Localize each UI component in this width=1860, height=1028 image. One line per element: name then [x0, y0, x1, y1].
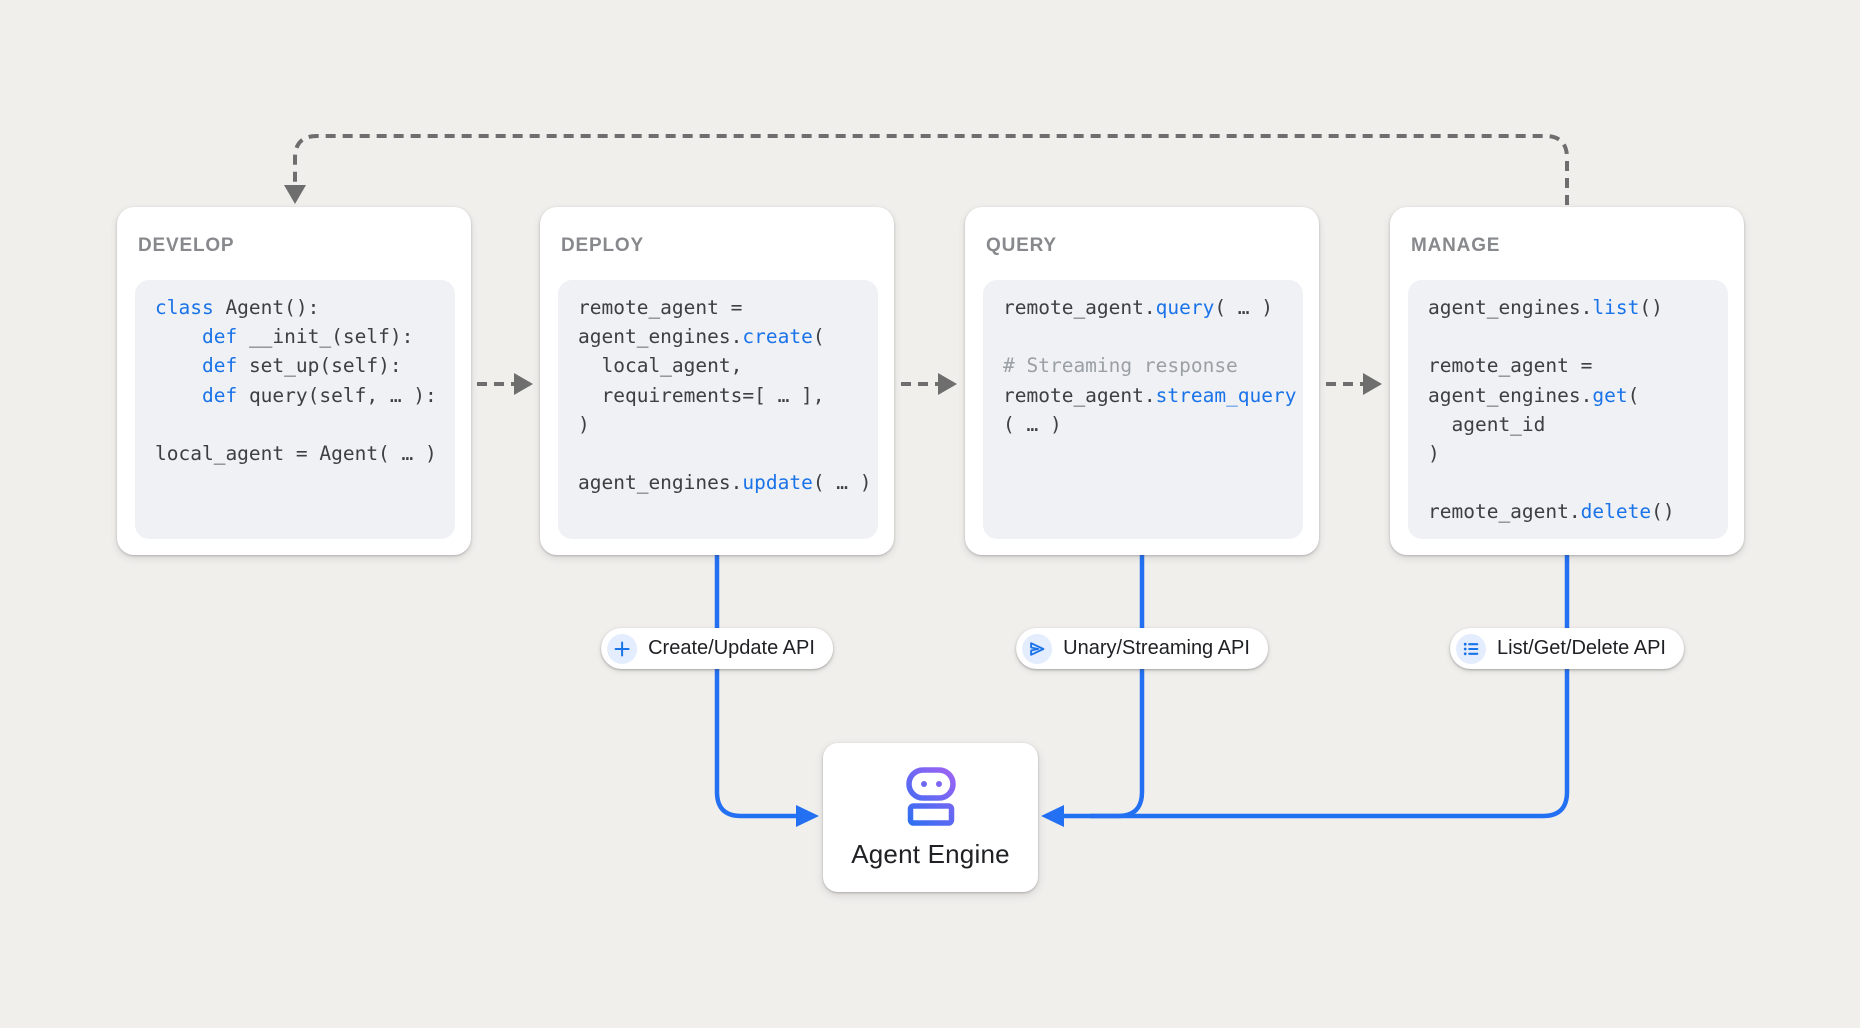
- code-line: agent_id: [1428, 412, 1546, 436]
- send-icon: [1022, 633, 1053, 664]
- stage-title: DEPLOY: [561, 235, 644, 256]
- code-line: remote_agent =: [1428, 354, 1593, 378]
- code-line: requirements=[ … ],: [578, 383, 825, 407]
- code-line: [155, 410, 437, 439]
- api-badge-label: Unary/Streaming API: [1063, 637, 1250, 659]
- agent-engine-node: Agent Engine: [823, 743, 1038, 892]
- stage-title: DEVELOP: [138, 235, 235, 256]
- code-line: agent_engines.list(): [1428, 296, 1663, 319]
- engine-in-arrowhead: [1041, 805, 1064, 827]
- code-line: remote_agent.query( … ): [1003, 296, 1274, 319]
- manage-api-line: [1063, 555, 1570, 819]
- code-line: ): [1428, 441, 1440, 465]
- stage-card-develop: DEVELOP class Agent(): def __init_(self):…: [117, 207, 471, 555]
- stage-card-deploy: DEPLOY remote_agent = agent_engines.create…: [540, 207, 894, 555]
- code-line: agent_engines.get(: [1428, 383, 1640, 407]
- code-line: remote_agent.delete(): [1428, 500, 1675, 524]
- code-line: remote_agent =: [578, 296, 743, 319]
- query-to-manage-arrowhead: [1363, 373, 1382, 395]
- code-line: remote_agent.stream_query: [1003, 383, 1297, 407]
- deploy-api-line: [714, 555, 797, 819]
- feedback-loop-dashed-line: [293, 134, 1569, 205]
- deploy-api-arrowhead: [796, 805, 819, 827]
- api-badge-label: Create/Update API: [648, 637, 815, 659]
- api-badge-create-update-api: Create/Update API: [601, 628, 833, 669]
- code-line: local_agent = Agent( … ): [155, 441, 437, 465]
- agent-robot-icon: [905, 767, 956, 826]
- develop-to-deploy-arrowhead: [514, 373, 533, 395]
- code-line: ( … ): [1003, 412, 1062, 436]
- feedback-loop-arrowhead: [284, 185, 306, 204]
- code-line: [1428, 468, 1710, 497]
- query-api-line: [1090, 555, 1145, 819]
- code-line: # Streaming response: [1003, 354, 1238, 378]
- api-badge-list-get-delete-api: List/Get/Delete API: [1450, 628, 1684, 669]
- code-line: class Agent():: [155, 296, 320, 319]
- api-badge-unary-streaming-api: Unary/Streaming API: [1016, 628, 1268, 669]
- code-snippet: remote_agent.query( … ) # Streaming resp…: [983, 280, 1303, 539]
- code-line: [578, 439, 860, 468]
- code-line: local_agent,: [578, 354, 743, 378]
- api-badge-label: List/Get/Delete API: [1497, 637, 1666, 659]
- stage-card-manage: MANAGE agent_engines.list() remote_agent …: [1390, 207, 1744, 555]
- code-line: def set_up(self):: [201, 354, 402, 378]
- deploy-to-query-arrowhead: [938, 373, 957, 395]
- code-line: agent_engines.create(: [578, 325, 825, 349]
- code-line: def query(self, … ):: [201, 383, 437, 407]
- stage-title: MANAGE: [1411, 235, 1501, 256]
- code-snippet: class Agent(): def __init_(self): def se…: [135, 280, 455, 539]
- code-line: [1003, 322, 1285, 351]
- code-line: [1428, 322, 1710, 351]
- stage-title: QUERY: [986, 235, 1057, 256]
- plus-icon: [607, 633, 638, 664]
- code-snippet: agent_engines.list() remote_agent = agent…: [1408, 280, 1728, 539]
- code-line: ): [578, 412, 590, 436]
- stage-card-query: QUERY remote_agent.query( … ) # Streaming…: [965, 207, 1319, 555]
- code-line: agent_engines.update( … ): [578, 471, 872, 495]
- agent-engine-label: Agent Engine: [851, 839, 1010, 869]
- code-snippet: remote_agent = agent_engines.create( loca…: [558, 280, 878, 539]
- code-line: def __init_(self):: [201, 325, 414, 349]
- list-icon: [1456, 633, 1487, 664]
